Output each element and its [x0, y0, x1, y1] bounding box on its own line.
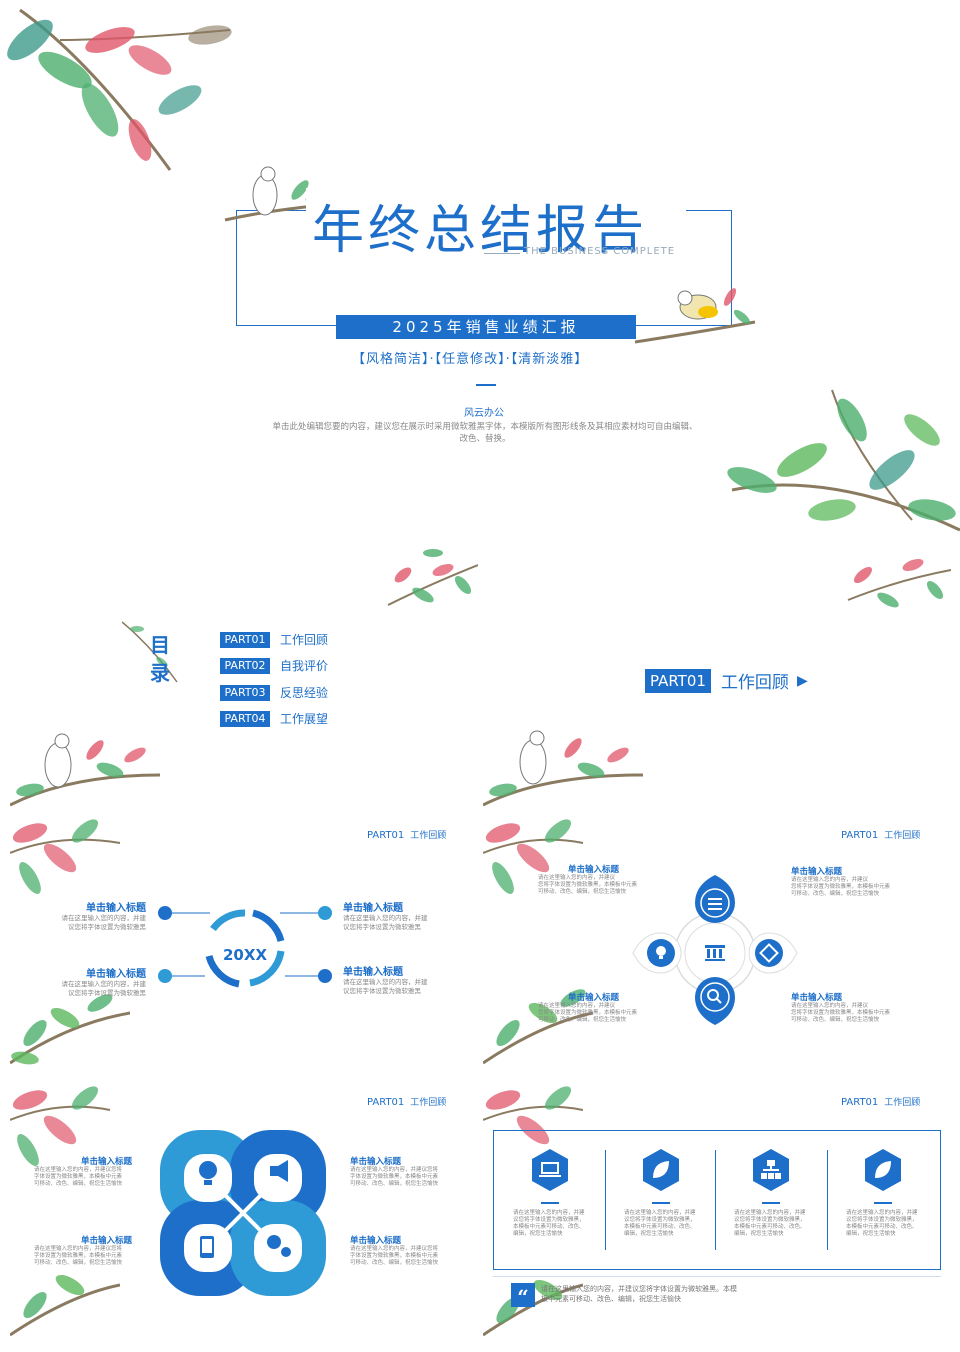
- petal-diagram: [632, 875, 798, 1025]
- interlock-item-bottom-left: 单击输入标题 请在这里输入您的内容，并建议您将 字体设置为微软雅黑，本模板中元素…: [34, 1236, 132, 1266]
- cycle-diagram: [158, 906, 332, 988]
- toc-item-1[interactable]: PART01 工作回顾: [220, 631, 328, 648]
- toc-branch-decoration: [122, 621, 178, 683]
- cycle-item-top-left: 单击输入标题 请在这里输入您的内容，并建 议您将字体设置为微软雅黑: [61, 903, 147, 931]
- quote-mark-icon: “: [511, 1283, 535, 1309]
- toc-heading-bottom: 录: [150, 661, 170, 685]
- leaf-icon: [865, 1149, 901, 1191]
- column-divider: [605, 1150, 606, 1250]
- petal-item-bottom-right: 单击输入标题 请在这里输入您的内容，并建议 您将字体设置为微软雅黑，本模板中元素…: [791, 993, 891, 1023]
- foliage-left-decoration: [483, 819, 593, 1065]
- interlock-diagram: [160, 1130, 326, 1296]
- leaf-icon: [643, 1149, 679, 1191]
- foliage-top-right-decoration: [847, 558, 951, 608]
- laptop-icon: [532, 1149, 568, 1191]
- toc-heading-top: 目: [150, 633, 170, 657]
- cycle-item-bottom-left: 单击输入标题 请在这里输入您的内容，并建 议您将字体设置为微软雅黑: [61, 969, 147, 997]
- toc-item-3[interactable]: PART03 反思经验: [220, 684, 328, 701]
- author-divider: [476, 384, 496, 386]
- toc-label: 工作回顾: [280, 633, 329, 647]
- cover-title: 年终总结报告: [306, 188, 686, 261]
- subtitle-line: [484, 253, 520, 254]
- toc-item-4[interactable]: PART04 工作展望: [220, 710, 328, 727]
- cover-tags: 【风格简洁】·【任意修改】·【清新淡雅】: [352, 352, 589, 367]
- icon-underline: [541, 1202, 559, 1204]
- bird-branch-right-decoration: [634, 288, 756, 344]
- cover-author: 风云办公: [464, 408, 504, 419]
- bird-foliage-bottom-left-decoration: [483, 730, 643, 807]
- quote-divider: [493, 1276, 941, 1277]
- toc-label: 反思经验: [280, 686, 329, 700]
- toc-badge: PART03: [220, 684, 270, 701]
- column-text: 请在这里输入您的内容，并建 议您将字体设置为微软雅黑， 本模板中元素可移动、改色…: [846, 1210, 918, 1237]
- icon-underline: [874, 1202, 892, 1204]
- petal-item-top-right: 单击输入标题 请在这里输入您的内容，并建议 您将字体设置为微软雅黑，本模板中元素…: [791, 867, 891, 897]
- section-badge: PART01: [645, 668, 711, 693]
- icon-underline: [762, 1202, 780, 1204]
- play-arrow-icon: ▶: [796, 672, 808, 689]
- petal-item-bottom-left: 单击输入标题 请在这里输入您的内容，并建议 您将字体设置为微软雅黑，本模板中元素…: [538, 993, 638, 1023]
- petal-item-top-left: 单击输入标题 请在这里输入您的内容，并建议 您将字体设置为微软雅黑，本模板中元素…: [538, 865, 638, 895]
- column-divider: [827, 1150, 828, 1250]
- toc-label: 自我评价: [280, 659, 329, 673]
- section-header[interactable]: PART01 工作回顾 ▶: [645, 668, 808, 693]
- section-slide: PART01 工作回顾 ▶: [483, 545, 951, 807]
- interlock-item-top-right: 单击输入标题 请在这里输入您的内容，并建议您将 字体设置为微软雅黑，本模板中元素…: [350, 1157, 439, 1187]
- bird-foliage-bottom-left-decoration: [10, 733, 160, 807]
- cycle-item-top-right: 单击输入标题 请在这里输入您的内容，并建 议您将字体设置为微软雅黑: [343, 903, 428, 931]
- cycle-center-label: 20XX: [223, 946, 268, 964]
- toc-badge: PART02: [220, 657, 270, 674]
- column-text: 请在这里输入您的内容，并建 议您将字体设置为微软雅黑， 本模板中元素可移动、改色…: [513, 1210, 585, 1237]
- toc-badge: PART01: [220, 631, 270, 648]
- foliage-left-decoration: [10, 1086, 120, 1337]
- column-text: 请在这里输入您的内容，并建 议您将字体设置为微软雅黑， 本模板中元素可移动、改色…: [734, 1210, 806, 1237]
- foliage-left-decoration: [10, 819, 130, 1065]
- toc-badge: PART04: [220, 710, 270, 727]
- toc-label: 工作展望: [280, 712, 329, 726]
- cover-ribbon: 2025年销售业绩汇报: [336, 315, 636, 339]
- column-divider: [715, 1150, 716, 1250]
- quote-text: 请在这里输入您的内容，并建议您将字体设置为微软雅黑。本模 板中元素可移动、改色、…: [541, 1285, 737, 1303]
- toc-slide: 目 录 PART01 工作回顾 PART02 自我评价 PART03 反思经验 …: [10, 545, 478, 807]
- cover-subtitle-en: THE BUSINESS COMPLETE: [524, 246, 676, 257]
- cycle-item-bottom-right: 单击输入标题 请在这里输入您的内容，并建 议您将字体设置为微软雅黑: [343, 967, 428, 995]
- cover-slide: 年终总结报告 THE BUSINESS COMPLETE 2025年销售业绩汇报…: [0, 0, 960, 540]
- foliage-top-left-decoration: [7, 8, 232, 171]
- interlock-item-bottom-right: 单击输入标题 请在这里输入您的内容，并建议您将 字体设置为微软雅黑，本模板中元素…: [350, 1236, 439, 1266]
- interlock-item-top-left: 单击输入标题 请在这里输入您的内容，并建议您将 字体设置为微软雅黑，本模板中元素…: [34, 1157, 132, 1187]
- columns-frame: [493, 1130, 941, 1270]
- toc-item-2[interactable]: PART02 自我评价: [220, 657, 328, 674]
- foliage-top-right-decoration: [387, 549, 478, 606]
- section-title: 工作回顾: [720, 673, 789, 693]
- icon-underline: [652, 1202, 670, 1204]
- org-chart-icon: [753, 1149, 789, 1191]
- column-text: 请在这里输入您的内容，并建 议您将字体设置为微软雅黑， 本模板中元素可移动、改色…: [624, 1210, 696, 1237]
- foliage-bottom-right-decoration: [727, 389, 960, 532]
- cover-description: 单击此处编辑您要的内容，建议您在展示时采用微软雅黑字体，本模版所有图形线条及其相…: [272, 422, 698, 444]
